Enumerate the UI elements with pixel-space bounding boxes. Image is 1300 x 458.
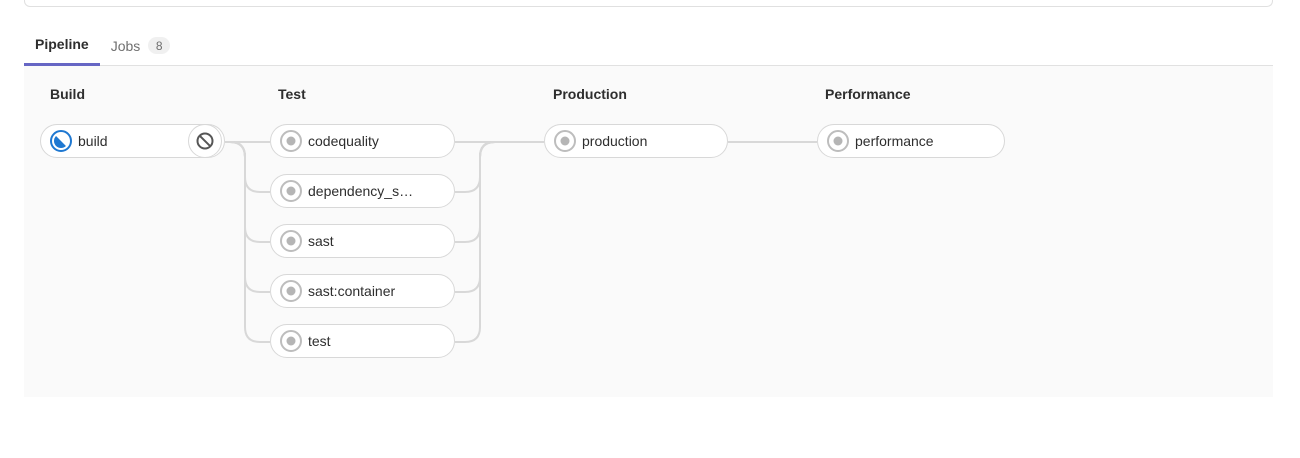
job-label: dependency_s… xyxy=(308,183,414,199)
job-build[interactable]: build xyxy=(40,124,225,158)
pipeline-graph: Build Test Production Performance build xyxy=(24,66,1273,397)
tab-jobs-label: Jobs xyxy=(110,37,141,54)
job-label: codequality xyxy=(308,133,379,149)
pipeline-tabs: Pipeline Jobs 8 xyxy=(24,25,1273,66)
status-created-icon xyxy=(280,130,302,152)
tab-jobs[interactable]: Jobs 8 xyxy=(100,25,182,66)
stage-header-production: Production xyxy=(553,86,627,102)
job-label: performance xyxy=(855,133,934,149)
stage-header-test: Test xyxy=(278,86,306,102)
pipeline-connector-lines xyxy=(225,141,817,343)
tab-pipeline-label: Pipeline xyxy=(35,36,89,52)
status-created-icon xyxy=(280,280,302,302)
job-performance[interactable]: performance xyxy=(817,124,1005,158)
cancel-ban-icon xyxy=(196,132,214,150)
status-created-icon xyxy=(827,130,849,152)
stage-header-performance: Performance xyxy=(825,86,911,102)
jobs-count-badge: 8 xyxy=(148,37,171,54)
job-label: sast xyxy=(308,233,334,249)
status-created-icon xyxy=(280,180,302,202)
status-created-icon xyxy=(280,330,302,352)
job-label: test xyxy=(308,333,331,349)
job-codequality[interactable]: codequality xyxy=(270,124,455,158)
job-production[interactable]: production xyxy=(544,124,728,158)
status-created-icon xyxy=(554,130,576,152)
job-test[interactable]: test xyxy=(270,324,455,358)
job-label: sast:container xyxy=(308,283,396,299)
pipeline-summary-box-edge xyxy=(24,0,1273,7)
job-label: production xyxy=(582,133,648,149)
status-created-icon xyxy=(280,230,302,252)
job-dependency-scanning[interactable]: dependency_s… xyxy=(270,174,455,208)
job-label: build xyxy=(78,133,108,149)
stage-header-build: Build xyxy=(50,86,85,102)
job-sast[interactable]: sast xyxy=(270,224,455,258)
job-sast-container[interactable]: sast:container xyxy=(270,274,455,308)
tab-pipeline[interactable]: Pipeline xyxy=(24,25,100,66)
cancel-job-button[interactable] xyxy=(188,124,222,158)
status-running-icon xyxy=(50,130,72,152)
